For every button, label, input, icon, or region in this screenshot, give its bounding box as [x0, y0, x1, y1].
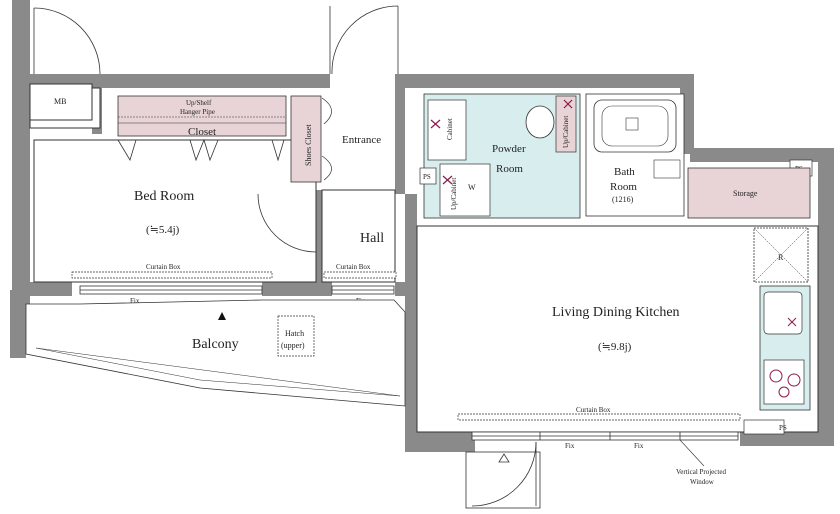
curtain-box-ldk: Curtain Box: [457, 406, 741, 421]
bath-size: (1216): [612, 195, 634, 204]
washer-area: [439, 163, 491, 217]
svg-text:Curtain Box: Curtain Box: [146, 263, 181, 271]
ps-box-3: [743, 419, 785, 435]
closet: [117, 95, 287, 137]
storage: [687, 167, 811, 219]
bedroom-door: [257, 193, 317, 258]
mb-label: MB: [54, 97, 66, 106]
window-bedroom: [79, 285, 263, 295]
curtain-box-bedroom: Curtain Box: [71, 263, 273, 279]
bedroom-label: Bed Room: [134, 189, 194, 204]
powder-label-2: Room: [496, 163, 523, 175]
balcony-label: Balcony: [192, 337, 239, 352]
ps-box-1: [419, 167, 437, 185]
up-shelf-label: Up/Shelf: [186, 99, 212, 107]
bath-shelf: [653, 159, 681, 179]
window-ldk: [471, 431, 739, 441]
cabinet-label: Cabinet: [446, 118, 454, 140]
ldk-area: (≒9.8j): [598, 341, 632, 353]
powder-label-1: Powder: [492, 143, 526, 155]
ldk-door-arrow: [498, 453, 510, 463]
floors: [29, 87, 819, 433]
ps-label-3: PS: [779, 424, 787, 432]
bath-label-1: Bath: [614, 166, 635, 178]
door-swing-top-left: [33, 6, 331, 75]
mb-box: [29, 83, 93, 121]
vpw-label-1: Vertical Projected: [676, 468, 726, 476]
w-label: W: [468, 183, 476, 192]
storage-label: Storage: [733, 189, 758, 198]
fix-label-bedroom: Fix: [130, 297, 140, 305]
hatch-label: Hatch: [285, 329, 304, 338]
toilet: [525, 105, 555, 139]
hatch-upper-label: (upper): [281, 341, 305, 350]
hanger-pipe-label: Hanger Pipe: [180, 108, 215, 116]
walls: [10, 0, 834, 452]
curtain-box-hall: Curtain Box: [323, 263, 397, 279]
hatch: [277, 315, 315, 357]
burner-icon: [769, 317, 801, 398]
bath-label-2: Room: [610, 181, 637, 193]
drain-icon: [625, 117, 639, 131]
entrance-label: Entrance: [342, 134, 381, 146]
shoes-closet-label: Shoes Closet: [304, 124, 313, 166]
bedroom-area: (≒5.4j): [146, 224, 180, 236]
up-cabinet-label-t: Up/Cabinet: [562, 116, 570, 148]
cabinet-powder: [427, 99, 467, 161]
hall-label: Hall: [360, 231, 384, 246]
up-cabinet-label-w: Up/Cabinet: [450, 178, 458, 210]
door-swing-top-entrance: [331, 5, 399, 75]
closet-doors: [117, 138, 285, 162]
ldk-exterior-door: [465, 441, 541, 509]
sink: [763, 291, 803, 335]
window-hall: [331, 285, 395, 295]
fix-label-ldk-1: Fix: [565, 442, 575, 450]
closet-label: Closet: [188, 126, 216, 138]
svg-text:Curtain Box: Curtain Box: [336, 263, 371, 271]
balcony: [25, 299, 406, 407]
ldk-label: Living Dining Kitchen: [552, 305, 680, 320]
refrigerator-label: R: [778, 253, 784, 262]
shoes-doors: [321, 97, 332, 181]
up-cabinet-toilet: [555, 95, 577, 153]
shoes-closet: [290, 95, 322, 183]
vpw-label-2: Window: [690, 478, 715, 486]
fix-label-ldk-2: Fix: [634, 442, 644, 450]
svg-text:Curtain Box: Curtain Box: [576, 406, 611, 414]
balcony-arrow: [218, 312, 226, 320]
ps-label-1: PS: [423, 173, 431, 181]
